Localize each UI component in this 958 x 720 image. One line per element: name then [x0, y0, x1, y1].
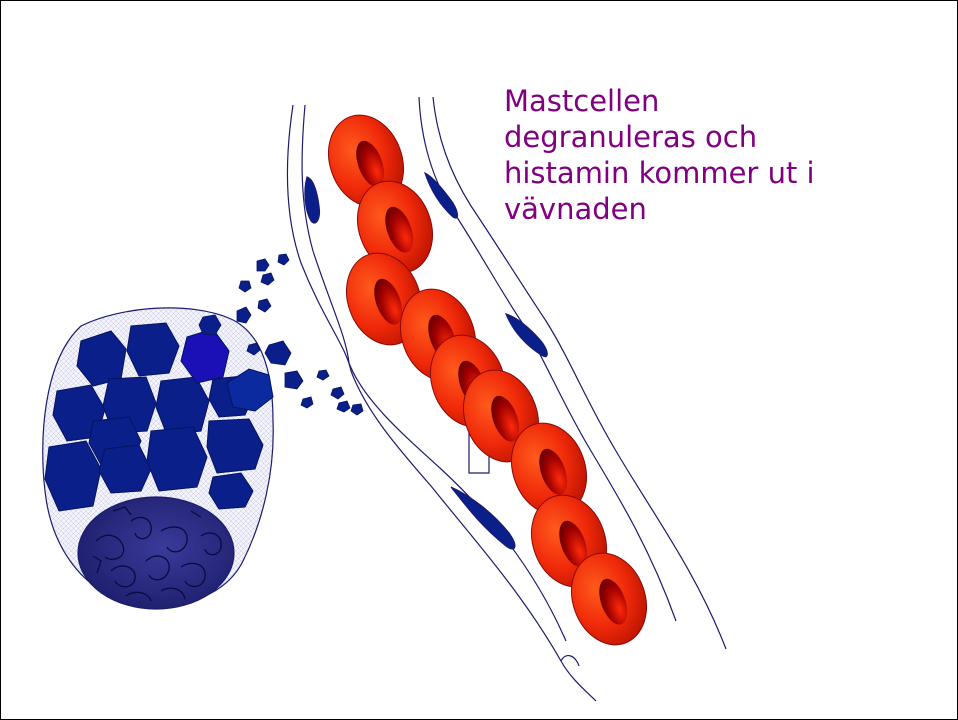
- caption-line: histamin kommer ut i: [504, 155, 924, 191]
- caption-line: degranuleras och: [504, 119, 924, 155]
- released-granule: [258, 299, 271, 312]
- caption-line: Mastcellen: [504, 83, 924, 119]
- granule: [147, 427, 207, 491]
- endothelial-nucleus: [305, 177, 320, 223]
- endothelial-nucleus: [451, 487, 515, 549]
- released-granule: [331, 387, 344, 399]
- endothelial-nucleus: [425, 173, 458, 218]
- endothelial-nucleus: [506, 314, 547, 357]
- released-granule: [257, 259, 269, 271]
- mast-cell: [43, 308, 273, 609]
- caption-line: vävnaden: [504, 191, 924, 227]
- released-granule: [265, 341, 291, 365]
- granule: [156, 377, 209, 435]
- released-granule: [337, 401, 350, 412]
- released-granule: [239, 281, 251, 292]
- released-granule: [351, 404, 363, 415]
- released-granule: [278, 254, 289, 265]
- released-granule: [301, 397, 313, 408]
- nucleus-envelope: [78, 497, 234, 609]
- released-granule: [237, 307, 251, 323]
- released-granule: [285, 371, 303, 389]
- released-granule: [317, 370, 329, 380]
- mast-cell-nucleus: [78, 497, 234, 609]
- released-granule: [261, 273, 274, 285]
- caption-text: Mastcellen degranuleras och histamin kom…: [504, 83, 924, 227]
